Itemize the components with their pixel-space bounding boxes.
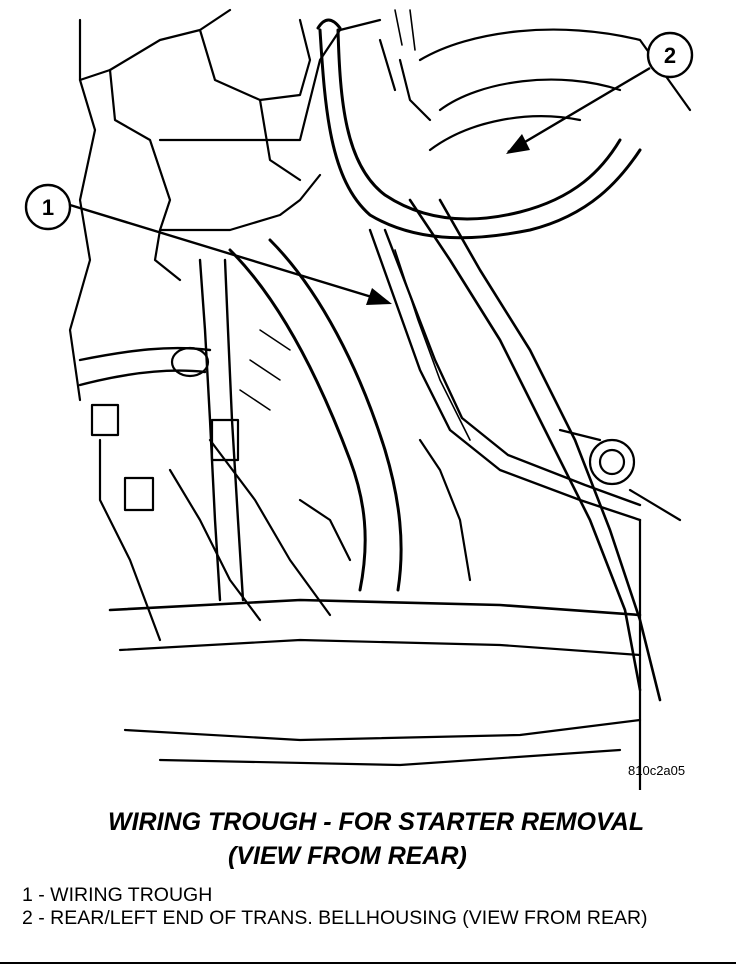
- bottom-rule: [0, 962, 736, 964]
- legend-item-1: 1 - WIRING TROUGH: [22, 884, 213, 906]
- figure-id: 810c2a05: [628, 763, 686, 778]
- engine-bay-illustration: 1 2: [24, 8, 694, 790]
- callout-1-arrowhead: [366, 288, 392, 305]
- callout-1-circle: [24, 183, 72, 231]
- callout-1-leader: [69, 203, 389, 304]
- figure-title-line1: WIRING TROUGH - FOR STARTER REMOVAL: [108, 808, 645, 836]
- legend: 1 - WIRING TROUGH 2 - REAR/LEFT END OF T…: [22, 884, 722, 930]
- callout-1-number: 1: [42, 195, 54, 220]
- callout-2-circle: [646, 31, 694, 79]
- callout-2-arrowhead: [506, 134, 530, 154]
- callout-2-leader: [507, 66, 651, 154]
- callout-2-number: 2: [664, 43, 676, 68]
- legend-item-2: 2 - REAR/LEFT END OF TRANS. BELLHOUSING …: [22, 907, 648, 929]
- figure-title-line2: (VIEW FROM REAR): [228, 842, 467, 870]
